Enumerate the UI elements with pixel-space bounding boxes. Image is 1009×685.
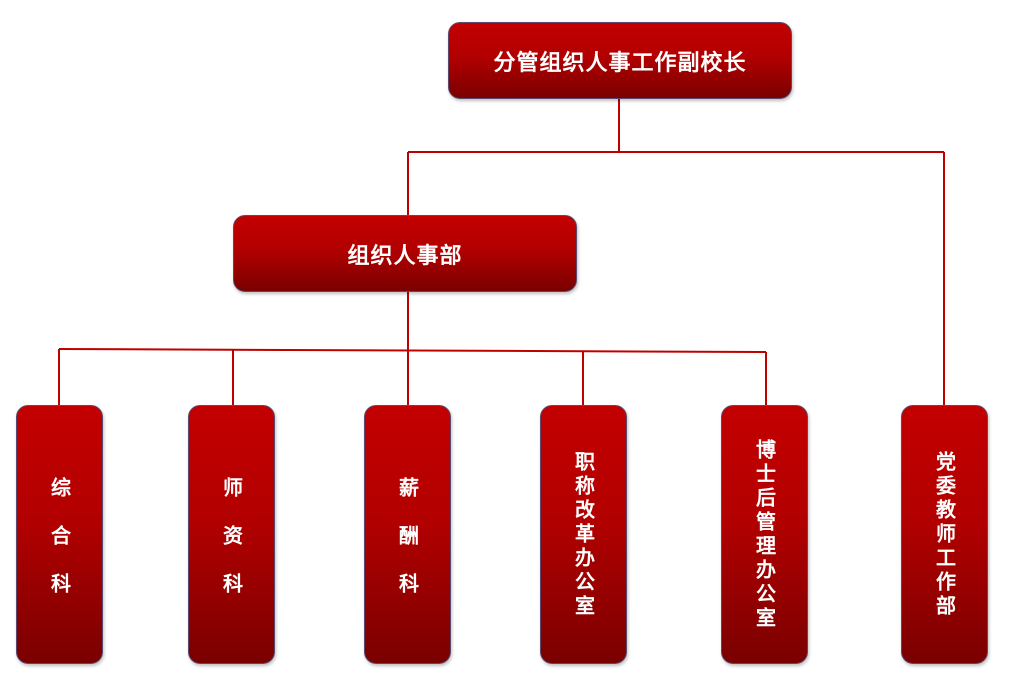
unit-box-title-reform: 职称改革办公室 [540,405,627,664]
vice-president-label: 分管组织人事工作副校长 [493,50,747,76]
unit-label-salary: 薪酬科 [395,476,420,621]
unit-box-general: 综合科 [16,405,103,664]
unit-box-faculty: 师资科 [188,405,275,664]
unit-box-salary: 薪酬科 [364,405,451,664]
party-teacher-work-label: 党委教师工作部 [932,450,957,619]
hr-department-label: 组织人事部 [347,243,463,269]
unit-box-postdoc: 博士后管理办公室 [721,405,808,664]
unit-label-general: 综合科 [47,476,72,621]
vice-president-box: 分管组织人事工作副校长 [448,22,792,99]
hr-department-box: 组织人事部 [233,215,577,292]
connector-unit-bus [58,348,767,353]
unit-label-faculty: 师资科 [219,476,244,621]
unit-label-title-reform: 职称改革办公室 [571,450,596,619]
unit-label-postdoc: 博士后管理办公室 [752,438,777,631]
party-teacher-work-box: 党委教师工作部 [901,405,988,664]
